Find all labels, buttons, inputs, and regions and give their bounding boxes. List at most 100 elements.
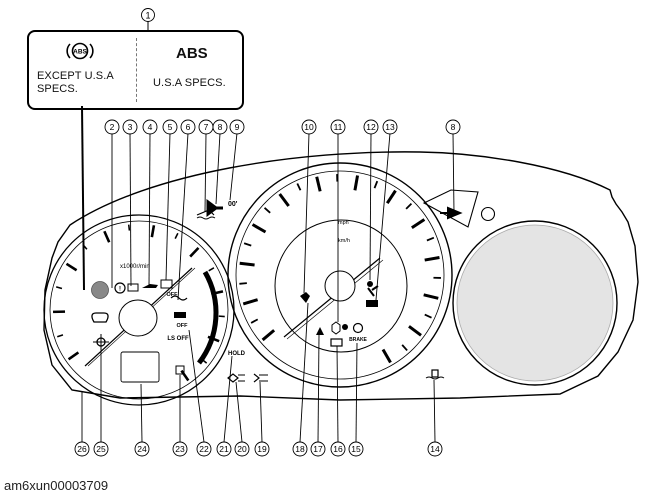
bottom-callout-11: 16: [330, 441, 346, 457]
multi-info-display-bezel: [452, 220, 618, 386]
svg-text:OFF: OFF: [167, 292, 179, 298]
except-usa-label: EXCEPT U.S.A: [37, 70, 114, 82]
cluster-housing-outline: [43, 151, 639, 401]
svg-text:6: 6: [186, 122, 191, 132]
abs-callout-box: ABS EXCEPT U.S.A SPECS. ABS U.S.A SPECS.: [27, 30, 244, 110]
usa-specs-label: U.S.A SPECS.: [153, 77, 226, 89]
bottom-callout-13: 14: [427, 441, 443, 457]
left-turn-arrow: [206, 199, 223, 217]
awd-off-light: OFF: [160, 279, 179, 298]
svg-text:9: 9: [235, 122, 240, 132]
top-callout-7: 8: [212, 119, 228, 135]
seat-belt-warning-light: [300, 292, 310, 303]
svg-text:20: 20: [237, 444, 247, 454]
tick-mark: [423, 293, 439, 300]
tick-mark: [296, 183, 302, 191]
tick-mark: [243, 242, 252, 247]
bottom-callout-4: 23: [172, 441, 188, 457]
figure-caption: am6xun00003709: [4, 478, 109, 493]
svg-text:10: 10: [304, 122, 314, 132]
tick-mark: [251, 223, 267, 234]
tacho-display-window: [120, 351, 160, 383]
svg-text:8: 8: [218, 122, 223, 132]
tick-mark: [386, 189, 397, 204]
abs-warning-icon: ABS: [66, 42, 94, 60]
svg-text:22: 22: [199, 444, 209, 454]
tick-mark: [401, 344, 408, 352]
tick-mark: [210, 290, 224, 296]
tick-mark: [67, 351, 80, 361]
top-callout-2: 3: [122, 119, 138, 135]
svg-text:ABS: ABS: [73, 49, 87, 56]
svg-text:25: 25: [96, 444, 106, 454]
door-ajar-light: [366, 300, 378, 307]
mph-label: mph: [338, 220, 349, 226]
tick-mark: [239, 282, 247, 285]
abs-text-indicator: ABS: [176, 45, 208, 62]
speedometer: mph km/h BRAKE: [227, 162, 453, 388]
low-fuel-indicator: [425, 369, 445, 380]
right-indicator-panel: [422, 189, 479, 228]
top-callout-5: 6: [180, 119, 196, 135]
headlight-leveling-indicator: [253, 373, 268, 383]
svg-text:16: 16: [333, 444, 343, 454]
svg-text:13: 13: [385, 122, 395, 132]
svg-text:21: 21: [219, 444, 229, 454]
tick-mark: [242, 298, 259, 306]
tcs-off-light: OFF: [174, 312, 188, 329]
tick-mark: [55, 286, 63, 290]
master-warning-light: [93, 334, 109, 350]
bottom-callout-5: 22: [196, 441, 212, 457]
tick-mark: [278, 193, 290, 207]
tick-mark: [65, 262, 78, 272]
bottom-callout-9: 18: [292, 441, 308, 457]
tick-mark: [208, 267, 215, 272]
except-usa-label-line2: SPECS.: [37, 83, 78, 95]
right-small-button: [480, 206, 496, 222]
high-beam-indicator: [331, 321, 348, 335]
tick-mark: [373, 180, 379, 189]
top-callout-11: 12: [363, 119, 379, 135]
tick-mark: [408, 325, 422, 337]
leader-lines: [81, 132, 455, 443]
tick-mark: [174, 232, 179, 239]
tire-pressure-light: [316, 327, 324, 335]
abs-leader-line: [81, 105, 85, 291]
tick-mark: [150, 225, 156, 238]
callout-divider: [136, 38, 137, 102]
callout-number-1: 1: [141, 8, 155, 22]
bottom-callout-3: 24: [134, 441, 150, 457]
oil-pressure-light: [142, 284, 158, 288]
hold-indicator: HOLD: [228, 351, 246, 357]
top-callout-4: 5: [162, 119, 178, 135]
svg-text:24: 24: [137, 444, 147, 454]
charging-system-light: [330, 338, 343, 347]
bottom-callout-10: 17: [310, 441, 326, 457]
svg-text:14: 14: [430, 444, 440, 454]
bottom-callout-8: 19: [254, 441, 270, 457]
svg-text:OFF: OFF: [177, 323, 189, 329]
bottom-callout-6: 21: [216, 441, 232, 457]
top-callout-10: 11: [330, 119, 346, 135]
tick-mark: [426, 236, 435, 242]
svg-text:17: 17: [313, 444, 323, 454]
tpms-warning-light: [91, 312, 109, 323]
tacho-red-zone: [197, 270, 219, 365]
tick-mark: [261, 329, 276, 342]
bottom-callout-1: 26: [74, 441, 90, 457]
svg-text:1: 1: [145, 11, 150, 21]
svg-text:7: 7: [204, 122, 209, 132]
tick-mark: [405, 202, 413, 210]
tick-mark: [315, 176, 322, 192]
tick-mark: [250, 318, 259, 324]
slip-indicator-light: [175, 365, 185, 375]
multi-info-display: [456, 224, 614, 382]
svg-text:2: 2: [110, 122, 115, 132]
svg-text:18: 18: [295, 444, 305, 454]
top-callout-12: 13: [382, 119, 398, 135]
tick-mark: [424, 313, 432, 319]
right-turn-arrow: [440, 206, 463, 220]
tachometer: x1000r/min ! OFF OFF LS OFF: [43, 214, 235, 406]
